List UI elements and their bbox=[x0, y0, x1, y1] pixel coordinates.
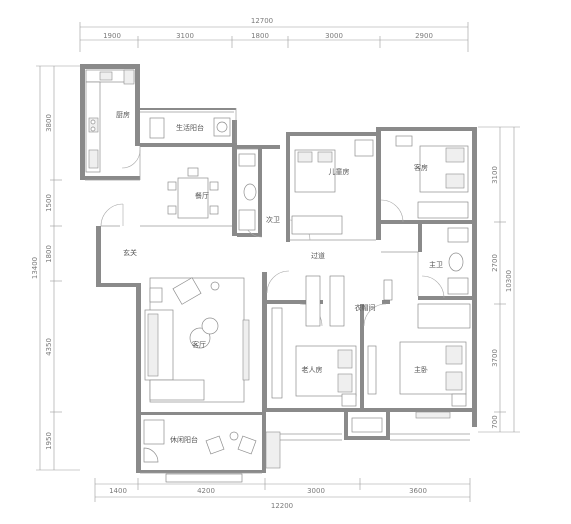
corridor-label: 过道 bbox=[311, 251, 325, 260]
guest-room-label: 客房 bbox=[414, 163, 428, 172]
top-total-dim: 12700 bbox=[251, 17, 273, 25]
leisure-balcony-label: 休闲阳台 bbox=[170, 435, 198, 444]
dining-table bbox=[167, 167, 219, 219]
master-bedroom-label: 主卧 bbox=[414, 365, 428, 374]
thin-lines bbox=[85, 108, 470, 474]
top-dim-3: 1800 bbox=[251, 32, 269, 40]
living-label: 客厅 bbox=[192, 340, 206, 349]
bottom-dim-3: 3000 bbox=[307, 487, 325, 495]
dimension-labels: 12700 1900 3100 1800 3000 2900 1400 4200… bbox=[31, 17, 513, 510]
bottom-dim-2: 4200 bbox=[197, 487, 215, 495]
cloakroom-label: 衣帽间 bbox=[355, 303, 376, 312]
entrance-label: 玄关 bbox=[123, 248, 137, 257]
top-dim-4: 3000 bbox=[325, 32, 343, 40]
room-labels: 厨房 生活阳台 儿童房 客房 餐厅 次卫 过道 主卫 玄关 衣帽间 客厅 老人房… bbox=[116, 110, 443, 444]
living-room-furniture bbox=[144, 277, 250, 403]
leisure-balcony-furniture bbox=[143, 419, 281, 483]
bottom-dim-1: 1400 bbox=[109, 487, 127, 495]
kitchen-label: 厨房 bbox=[116, 110, 130, 119]
right-dim-4: 700 bbox=[491, 415, 499, 428]
right-total-dim: 10300 bbox=[505, 270, 513, 292]
second-bath-label: 次卫 bbox=[266, 215, 280, 224]
top-dim-1: 1900 bbox=[103, 32, 121, 40]
guest-room-furniture bbox=[395, 135, 469, 219]
master-bath-fixtures bbox=[447, 227, 469, 295]
service-balcony-fixtures bbox=[149, 117, 231, 139]
left-dim-2: 1500 bbox=[45, 194, 53, 212]
children-room-furniture bbox=[291, 139, 374, 235]
right-dim-1: 3100 bbox=[491, 166, 499, 184]
left-total-dim: 13400 bbox=[31, 257, 39, 279]
elder-room-furniture bbox=[271, 307, 357, 407]
master-bedroom-furniture bbox=[367, 303, 471, 407]
children-room-label: 儿童房 bbox=[329, 167, 350, 176]
left-dim-4: 4350 bbox=[45, 338, 53, 356]
dining-label: 餐厅 bbox=[195, 191, 209, 200]
walls bbox=[80, 64, 477, 473]
right-dim-2: 2700 bbox=[491, 254, 499, 272]
left-dim-1: 3800 bbox=[45, 114, 53, 132]
master-bath-label: 主卫 bbox=[429, 260, 443, 269]
top-dim-2: 3100 bbox=[176, 32, 194, 40]
top-dim-5: 2900 bbox=[415, 32, 433, 40]
left-dim-3: 1800 bbox=[45, 245, 53, 263]
bottom-total-dim: 12200 bbox=[271, 502, 293, 510]
kitchen-fixtures bbox=[85, 69, 135, 173]
second-bath-fixtures bbox=[238, 153, 257, 231]
bay-window-fixtures bbox=[351, 411, 451, 433]
left-dim-5: 1950 bbox=[45, 432, 53, 450]
service-balcony-label: 生活阳台 bbox=[176, 123, 204, 132]
dimension-lines bbox=[36, 22, 520, 502]
right-dim-3: 3700 bbox=[491, 349, 499, 367]
elder-room-label: 老人房 bbox=[302, 365, 323, 374]
cloakroom-fixtures bbox=[305, 275, 393, 327]
bottom-dim-4: 3600 bbox=[409, 487, 427, 495]
